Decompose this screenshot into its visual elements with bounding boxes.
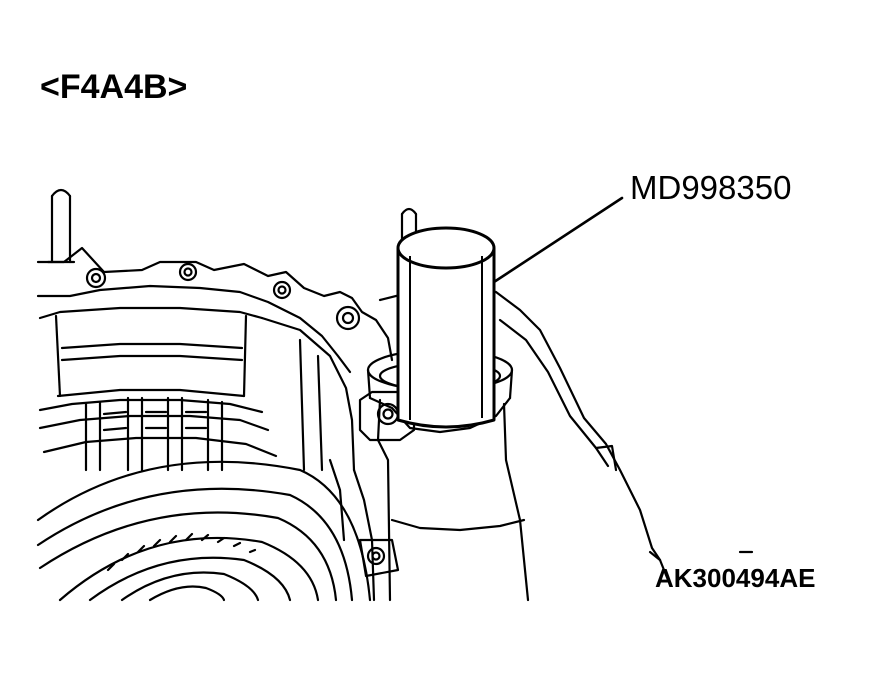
tool-leader-line	[492, 196, 624, 284]
md998350-installer-tool	[396, 226, 496, 429]
left-stud-bolt	[46, 188, 76, 264]
variant-label: <F4A4B>	[40, 68, 188, 106]
figure-code-label: AK300494AE	[655, 563, 816, 593]
tool-part-number-label: MD998350	[630, 169, 792, 206]
case-boss	[358, 207, 754, 602]
transaxle-case	[36, 188, 394, 602]
